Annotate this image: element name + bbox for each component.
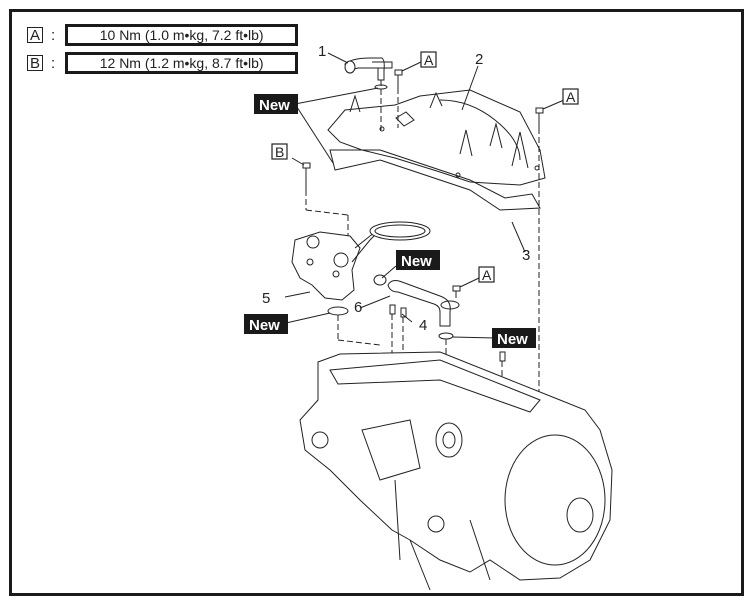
new-badge-pump-outlet: New [396,250,440,270]
torque-tag-a-top: A [420,51,437,68]
svg-text:New: New [249,317,280,334]
bolt-a-top [394,69,403,88]
torque-tag-a-right: A [562,88,579,105]
crankcase [299,351,613,591]
o-ring-pump-base [327,306,349,316]
callout-1: 1 [318,43,326,60]
svg-text:A: A [566,89,576,105]
cover-gasket [329,149,541,211]
callout-3: 3 [522,247,530,264]
svg-text:B: B [275,144,284,160]
leader-lines [284,52,565,339]
cylinder-head-cover [327,89,546,186]
torque-spec-a: 10 Nm (1.0 m•kg, 7.2 ft•lb) [65,24,299,46]
dowel-pin [389,304,396,315]
torque-letter-b: B [27,55,43,71]
torque-spec-b: 12 Nm (1.2 m•kg, 8.7 ft•lb) [65,52,299,74]
bolt-a-right [535,107,544,128]
dowel-pin [499,351,506,362]
svg-text:New: New [497,331,528,348]
legend-colon: : [51,26,56,44]
bolt-b [302,162,311,190]
callout-4: 4 [419,317,427,334]
new-badge-pump-base: New [244,314,288,334]
torque-tag-b: B [271,143,288,160]
new-badge-pipe: New [492,328,536,348]
legend-colon: : [51,54,56,72]
oil-strainer [351,221,431,263]
callout-5: 5 [262,290,270,307]
oil-delivery-pipe [387,280,460,327]
torque-legend-a: A : 10 Nm (1.0 m•kg, 7.2 ft•lb) [27,24,299,46]
callout-2: 2 [475,51,483,68]
torque-tag-a-pipe: A [478,266,495,283]
bolt-a-pipe [452,285,461,298]
svg-text:A: A [482,267,492,283]
o-ring-pipe [438,332,454,340]
breather-pipe [344,57,393,81]
callout-6: 6 [354,299,362,316]
svg-text:A: A [424,52,434,68]
svg-text:New: New [259,97,290,114]
new-badge-cover: New [254,94,298,114]
oil-pump [291,231,361,301]
diagram-frame [9,9,744,596]
svg-text:New: New [401,253,432,270]
o-ring-pump-outlet [373,274,387,286]
torque-letter-a: A [27,27,43,43]
torque-legend-b: B : 12 Nm (1.2 m•kg, 8.7 ft•lb) [27,52,299,74]
